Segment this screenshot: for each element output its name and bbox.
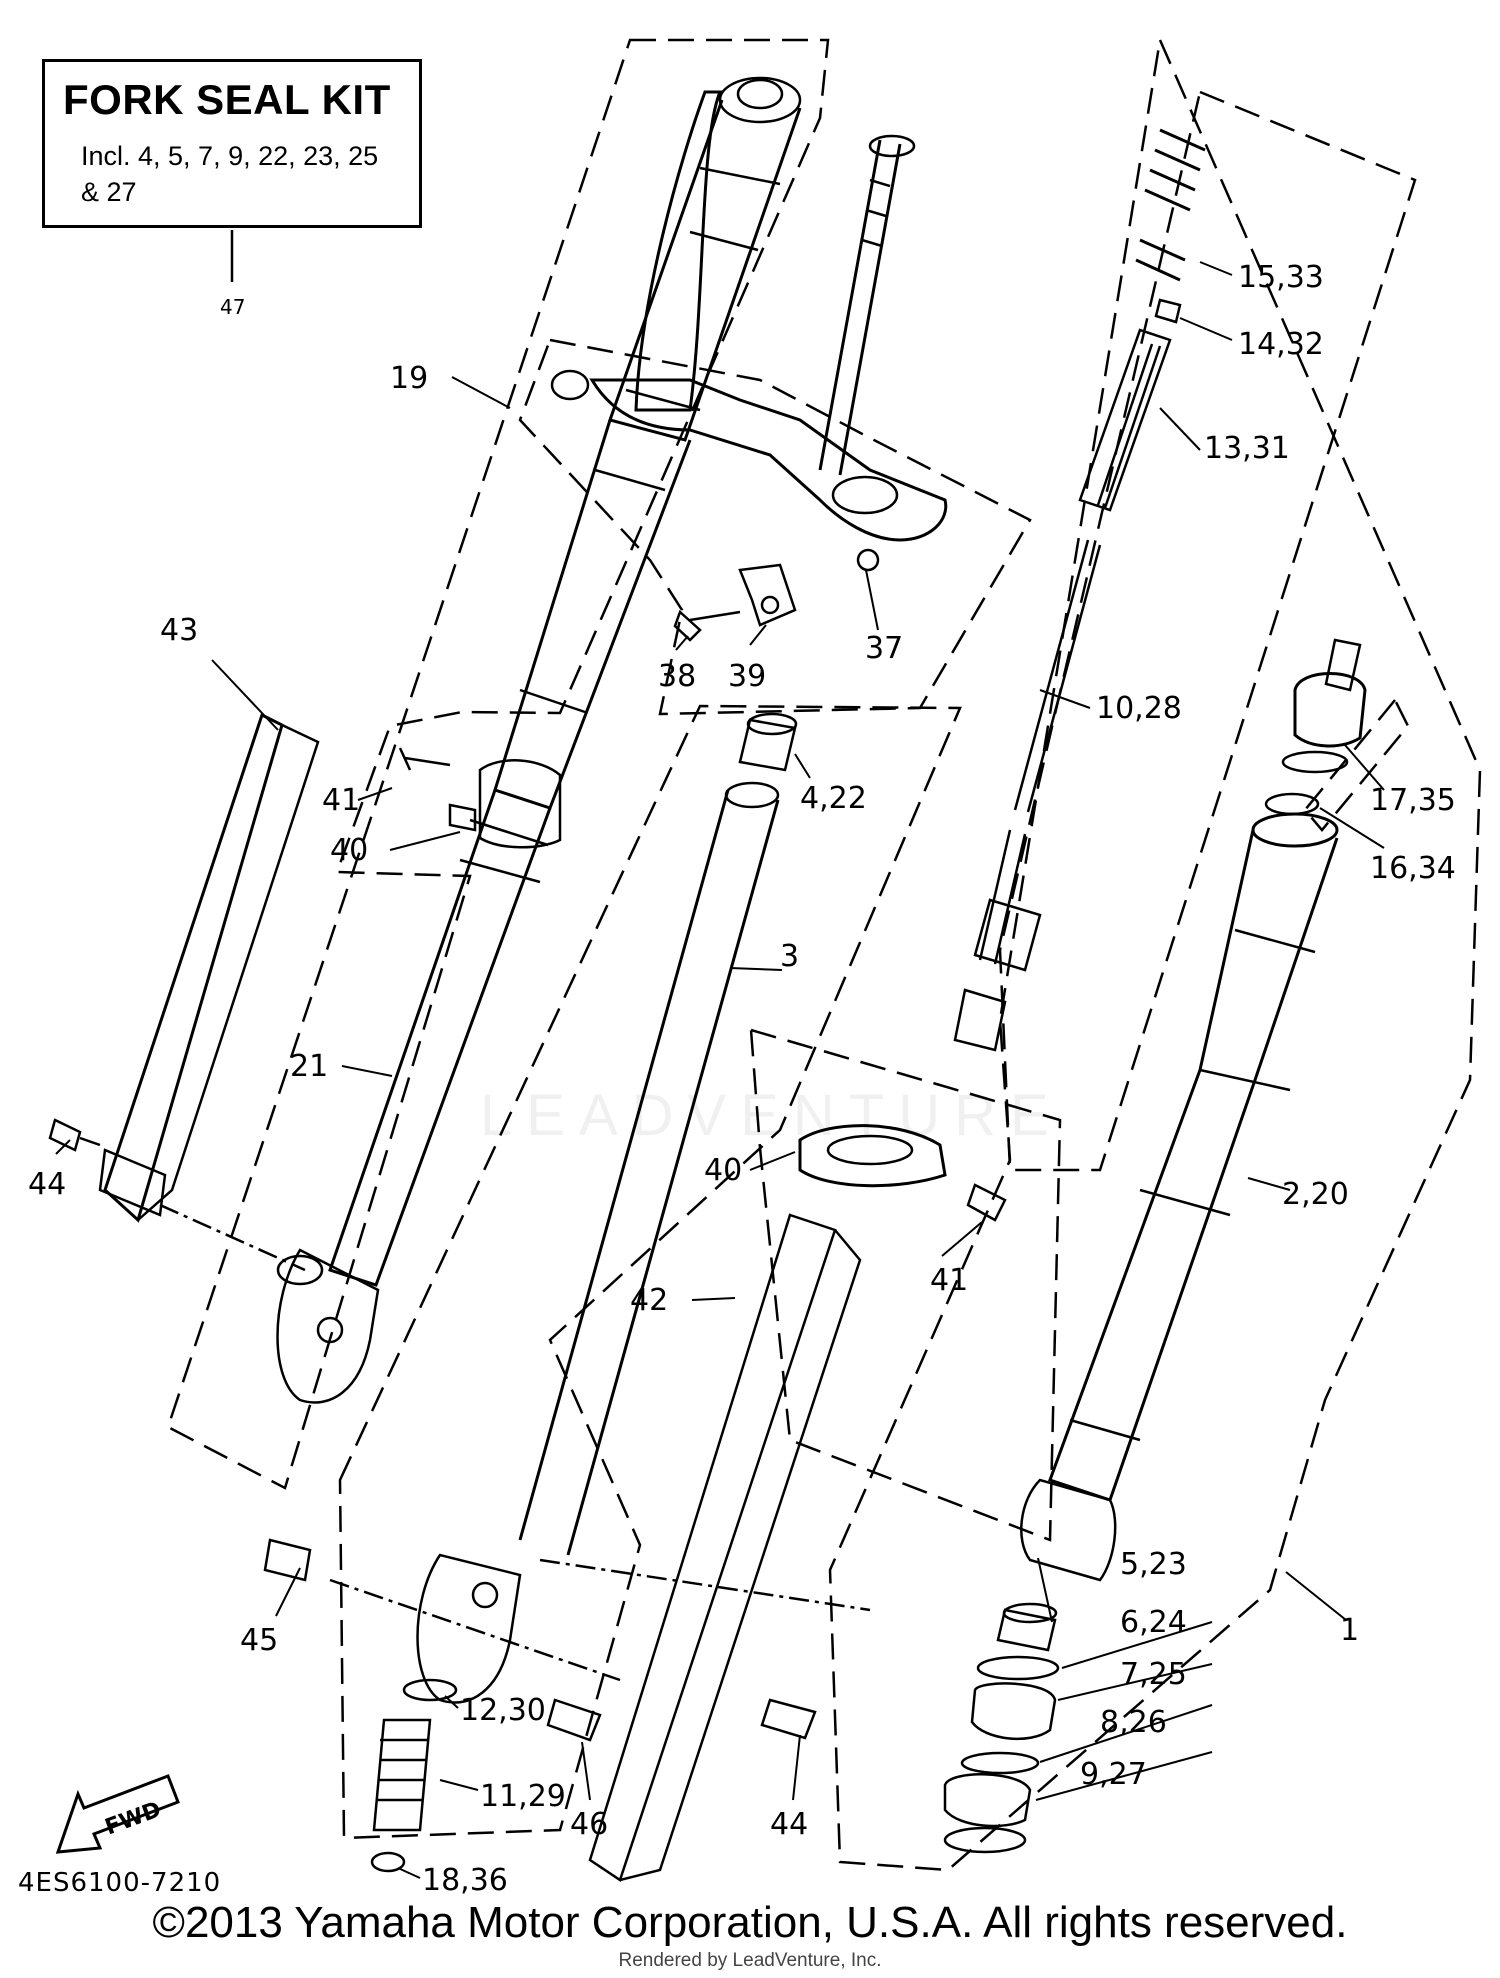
- steering-stem-hole: [831, 475, 899, 515]
- callout-10-28: 10,28: [1096, 691, 1182, 726]
- callout-40-lower: 40: [704, 1153, 742, 1188]
- callout-41-lower: 41: [930, 1263, 968, 1298]
- bolt-38: [673, 609, 741, 642]
- bushing-5-23: [996, 1608, 1057, 1652]
- callout-18-36: 18,36: [422, 1863, 508, 1898]
- axle-bracket-left: [276, 1248, 380, 1404]
- callout-46: 46: [570, 1807, 608, 1842]
- washer-12-30: [402, 1678, 458, 1702]
- slider-bushing: [1020, 1478, 1117, 1582]
- kit-includes: Incl. 4, 5, 7, 9, 22, 23, 25 & 27: [81, 141, 379, 207]
- copyright-notice: ©2013 Yamaha Motor Corporation, U.S.A. A…: [152, 1898, 1348, 1947]
- guard-42: [588, 1213, 862, 1882]
- callout-21: 21: [290, 1049, 328, 1084]
- callout-39: 39: [728, 659, 766, 694]
- callout-17-35: 17,35: [1370, 783, 1456, 818]
- inner-tube: [263, 712, 871, 1882]
- callout-leaders: [55, 261, 1385, 1879]
- outer-tube-cap: [718, 76, 802, 124]
- lower-damper-parts: [370, 1678, 458, 1873]
- seal-7-25: [970, 1682, 1057, 1741]
- fork-seal-kit-box: FORK SEAL KIT Incl. 4, 5, 7, 9, 22, 23, …: [42, 59, 422, 228]
- dust-seal-9-27: [943, 1773, 1032, 1828]
- assembly-outlines: [166, 35, 1482, 1872]
- cable-guide-parts: [673, 563, 797, 642]
- cable-guide-39: [738, 563, 797, 627]
- callout-4-22: 4,22: [800, 781, 867, 816]
- callout-11-29: 11,29: [480, 1779, 566, 1814]
- outline-inner-tube: [338, 704, 962, 1840]
- bolt-44b: [760, 1698, 817, 1740]
- cap-bolt-parts: [1264, 638, 1367, 816]
- seal-stack: [943, 1602, 1060, 1854]
- callout-44-upper: 44: [28, 1167, 66, 1202]
- callout-45: 45: [240, 1623, 278, 1658]
- outer-tube-body: [634, 90, 723, 412]
- left-fork-outer-tube: [276, 76, 802, 1404]
- left-clamp: [398, 747, 562, 849]
- forward-arrow-icon: FWD: [55, 1774, 180, 1854]
- outline-right-fork: [828, 35, 1482, 1872]
- callout-16-34: 16,34: [1370, 851, 1456, 886]
- damper-rod-10-28: [978, 539, 1102, 965]
- callout-9-27: 9,27: [1080, 1757, 1147, 1792]
- steering-stem: [818, 139, 902, 476]
- fork-guard-left: [48, 712, 320, 1272]
- bolt-44a: [48, 1118, 101, 1152]
- outline-triple-clamp: [518, 338, 1032, 716]
- callout-labels: 47 19 43 41 40 21 44 38 39 37 4,22 3 40 …: [28, 260, 1456, 1898]
- diagram-code: 4ES6100-7210: [18, 1868, 222, 1898]
- callout-5-23: 5,23: [1120, 1547, 1187, 1582]
- collar-4-22: [738, 718, 797, 772]
- callout-2-20: 2,20: [1282, 1177, 1349, 1212]
- cap-bolt-17-35: [1293, 672, 1367, 748]
- kit-title: FORK SEAL KIT: [63, 76, 391, 123]
- upper-tube: [608, 99, 802, 442]
- callout-43: 43: [160, 613, 198, 648]
- nut-14-32: [1154, 298, 1182, 324]
- clamp-bolt-41a: [398, 747, 451, 771]
- cap-45: [263, 1538, 312, 1582]
- callout-19: 19: [390, 361, 428, 396]
- spring-11-29: [372, 1718, 432, 1832]
- callout-6-24: 6,24: [1120, 1605, 1187, 1640]
- left-tube-lower: [493, 419, 692, 810]
- spring-15-33: [1135, 128, 1206, 282]
- clamp-bolt-41b: [966, 1183, 1007, 1222]
- callout-40-upper: 40: [330, 833, 368, 868]
- callout-8-26: 8,26: [1100, 1705, 1167, 1740]
- callout-44-lower: 44: [770, 1807, 808, 1842]
- outline-left-fork: [166, 38, 830, 1490]
- callout-13-31: 13,31: [1204, 431, 1290, 466]
- outline-lower-clamp-group: [749, 1028, 1062, 1542]
- watermark-text: LEADVENTURE: [480, 1083, 1063, 1148]
- callout-3: 3: [780, 939, 799, 974]
- callout-7-25: 7,25: [1120, 1657, 1187, 1692]
- callout-47: 47: [220, 295, 245, 319]
- callout-37: 37: [865, 631, 903, 666]
- clip-8-26: [960, 1751, 1040, 1775]
- rod-13-31: [1078, 328, 1172, 512]
- callout-42: 42: [630, 1283, 668, 1318]
- callout-15-33: 15,33: [1238, 260, 1324, 295]
- right-fork-outer-tube: [1020, 812, 1339, 1582]
- bolt-46: [546, 1698, 602, 1742]
- callout-12-30: 12,30: [460, 1693, 546, 1728]
- callout-41-upper: 41: [322, 783, 360, 818]
- nut-18-36: [370, 1851, 406, 1873]
- callout-1: 1: [1340, 1613, 1359, 1648]
- cartridge-parts: [953, 128, 1206, 1052]
- outline-cap-bolt: [1303, 697, 1410, 832]
- washer-6-24: [976, 1655, 1060, 1681]
- upper-bracket: [550, 134, 948, 572]
- callout-14-32: 14,32: [1238, 327, 1324, 362]
- lower-clamp: [798, 1124, 1007, 1222]
- callout-38: 38: [658, 659, 696, 694]
- rendered-by-note: Rendered by LeadVenture, Inc.: [618, 1950, 882, 1971]
- outline-cartridge: [998, 90, 1417, 1172]
